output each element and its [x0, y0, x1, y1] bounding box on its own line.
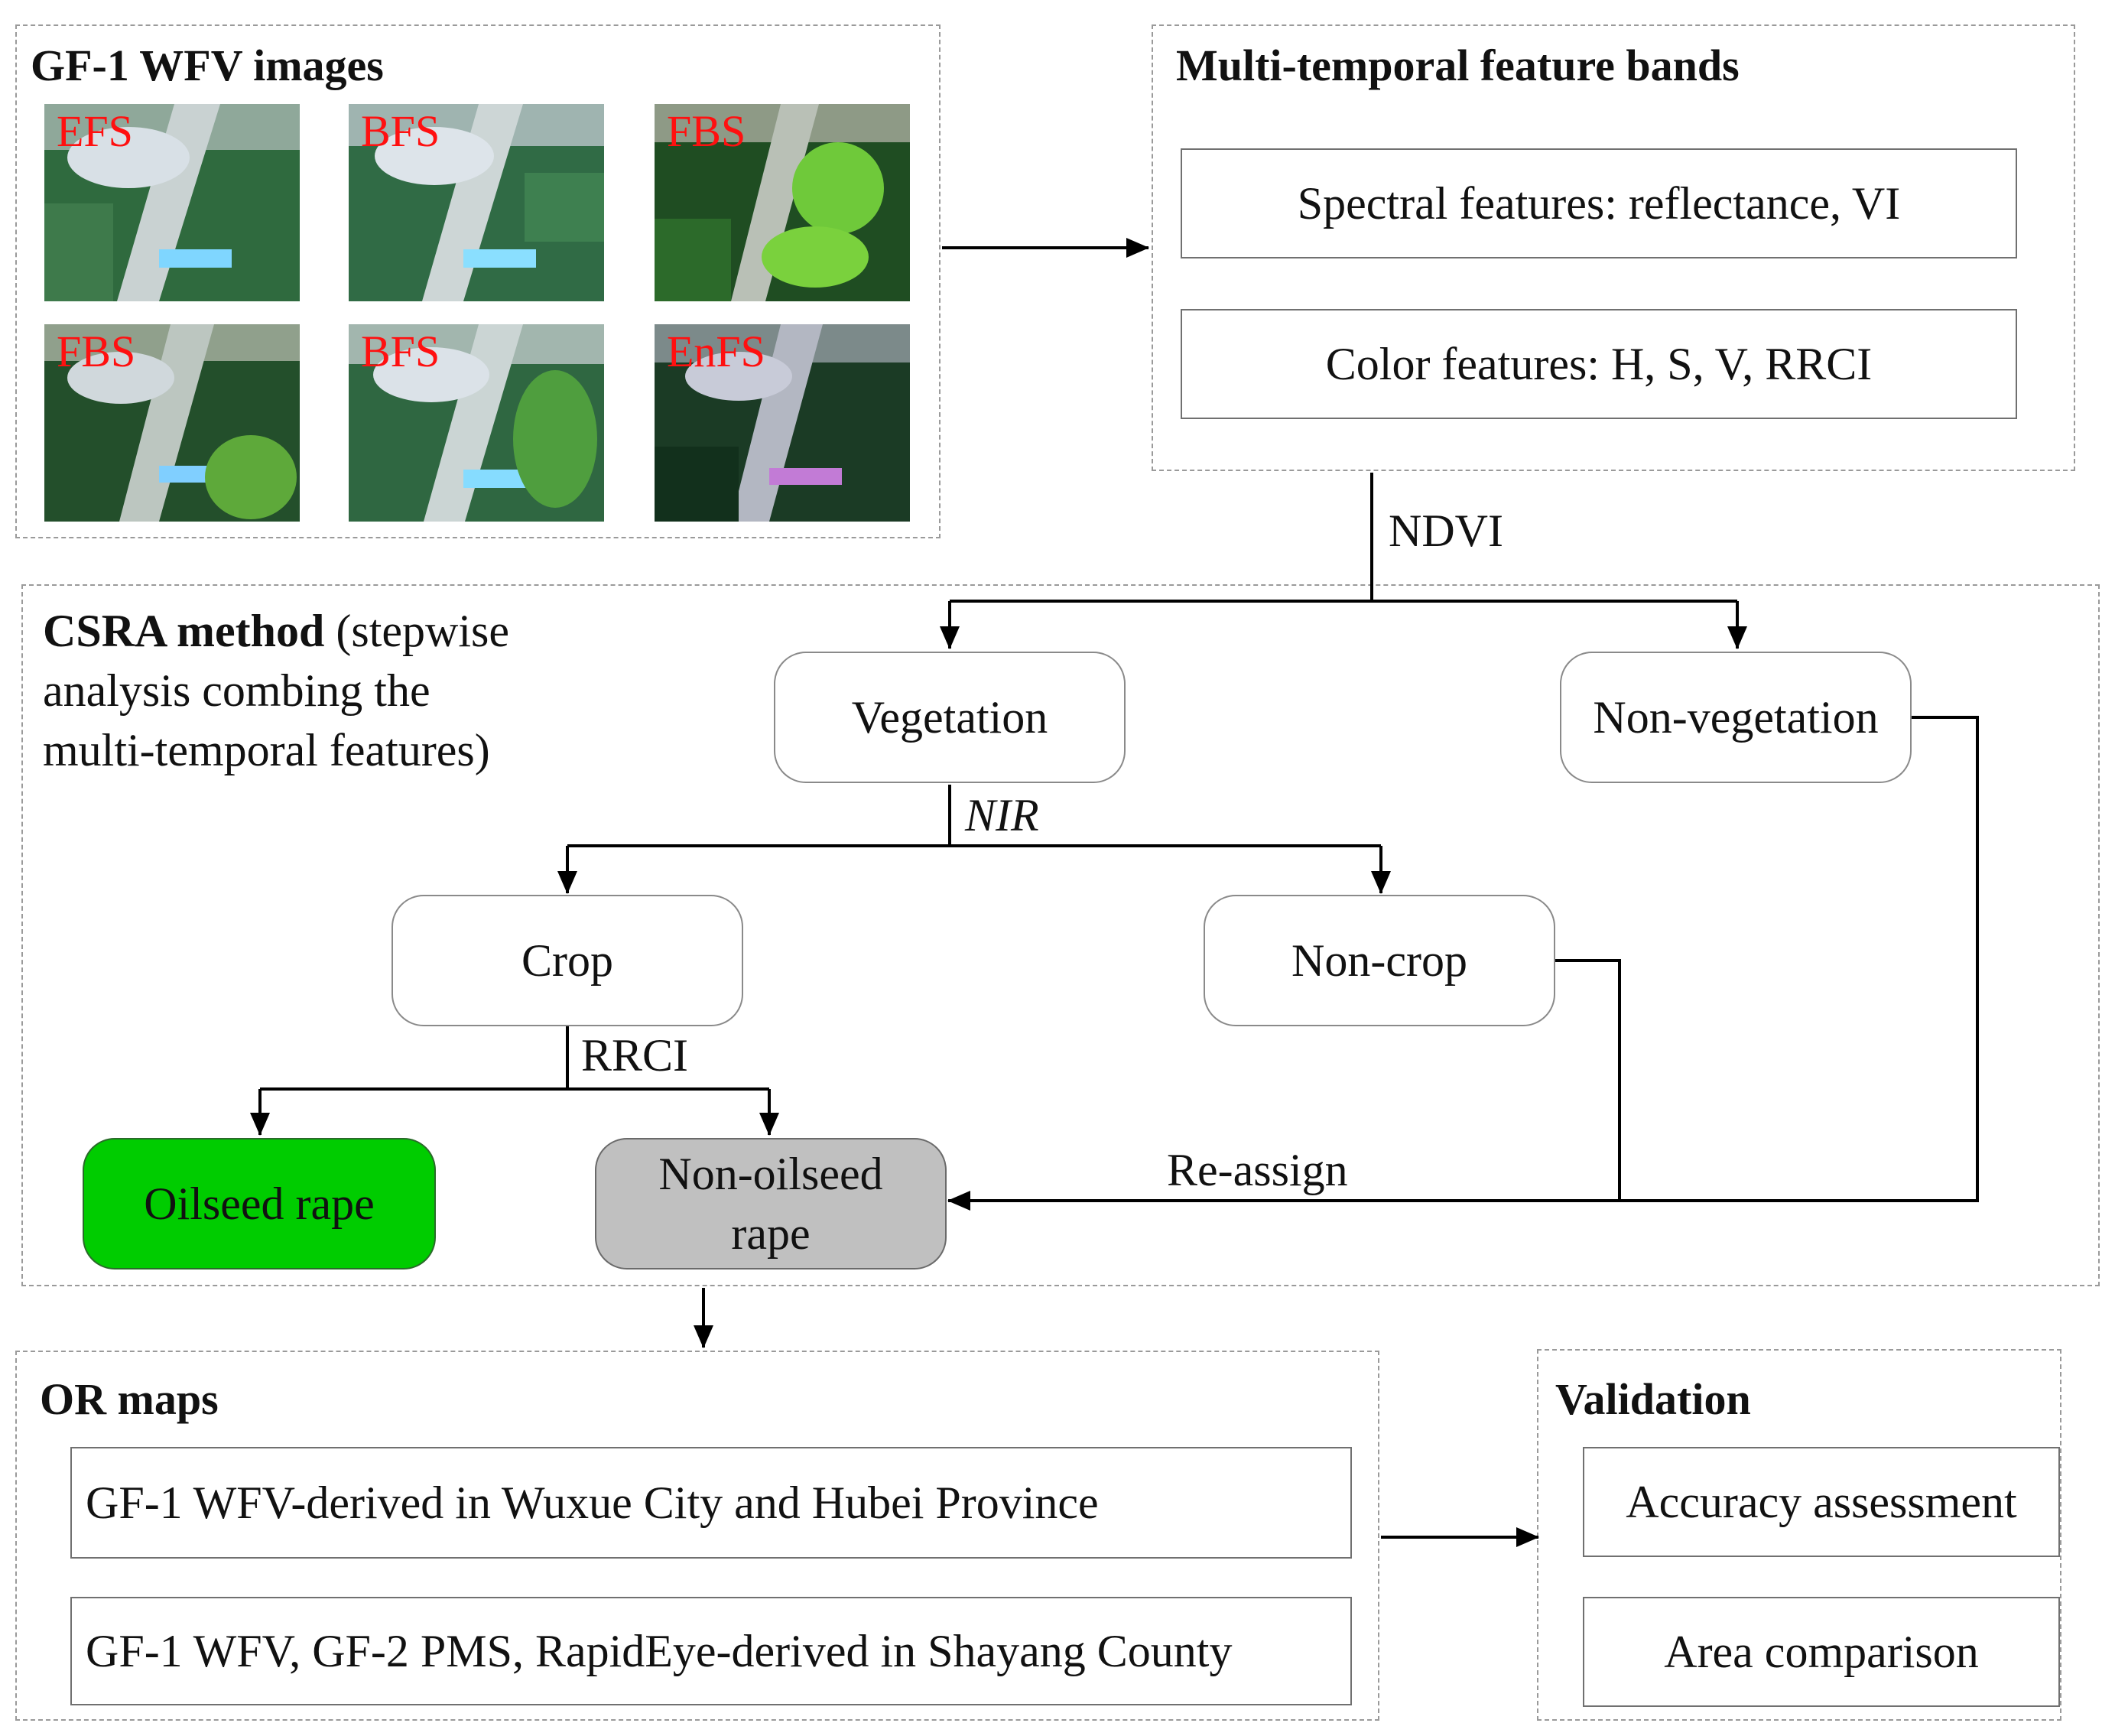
thumbnail-efs: EFS [44, 104, 300, 301]
area-comparison-box: Area comparison [1583, 1597, 2060, 1707]
or-maps-panel-title: OR maps [40, 1374, 219, 1424]
thumbnail-label: BFS [361, 327, 440, 376]
thumbnail-label: BFS [361, 106, 440, 156]
csra-panel [21, 584, 2100, 1286]
csra-panel-title: CSRA method (stepwise analysis combing t… [43, 601, 509, 780]
thumbnail-label: FBS [57, 327, 136, 376]
thumbnail-label: EnFS [667, 327, 765, 376]
color-features-box: Color features: H, S, V, RRCI [1181, 309, 2017, 419]
thumbnail-bfs-bottom: BFS [349, 324, 604, 522]
vegetation-node: Vegetation [774, 652, 1126, 783]
non-oilseed-rape-node: Non-oilseed rape [595, 1138, 947, 1269]
reassign-label: Re-assign [1167, 1145, 1348, 1195]
nir-label: NIR [965, 790, 1039, 840]
csra-title-line3: multi-temporal features) [43, 725, 490, 775]
thumbnail-bfs: BFS [349, 104, 604, 301]
thumbnail-label: FBS [667, 106, 746, 156]
spectral-features-box: Spectral features: reflectance, VI [1181, 148, 2017, 258]
non-crop-node: Non-crop [1204, 895, 1555, 1026]
validation-panel-title: Validation [1555, 1374, 1751, 1424]
oilseed-rape-node: Oilseed rape [83, 1138, 436, 1269]
features-panel [1152, 24, 2075, 471]
or-maps-panel [15, 1351, 1379, 1721]
csra-title-bold: CSRA method [43, 606, 325, 656]
ndvi-label: NDVI [1389, 506, 1503, 556]
thumbnail-enfs: EnFS [655, 324, 910, 522]
accuracy-assessment-box: Accuracy assessment [1583, 1447, 2060, 1557]
thumbnail-fbs-top: FBS [655, 104, 910, 301]
thumbnail-label: EFS [57, 106, 133, 156]
csra-title-rest: (stepwise [324, 606, 510, 656]
non-oilseed-line1: Non-oilseed [658, 1149, 883, 1199]
features-panel-title: Multi-temporal feature bands [1176, 41, 1740, 90]
thumbnail-fbs-bottom: FBS [44, 324, 300, 522]
non-vegetation-node: Non-vegetation [1560, 652, 1912, 783]
non-oilseed-line2: rape [731, 1208, 811, 1259]
rrci-label: RRCI [581, 1030, 689, 1081]
images-panel [15, 24, 941, 538]
or-map-item-shayang: GF-1 WFV, GF-2 PMS, RapidEye-derived in … [70, 1597, 1352, 1705]
crop-node: Crop [391, 895, 743, 1026]
images-panel-title: GF-1 WFV images [31, 41, 384, 90]
or-map-item-wuxue: GF-1 WFV-derived in Wuxue City and Hubei… [70, 1447, 1352, 1559]
csra-title-line2: analysis combing the [43, 665, 430, 716]
